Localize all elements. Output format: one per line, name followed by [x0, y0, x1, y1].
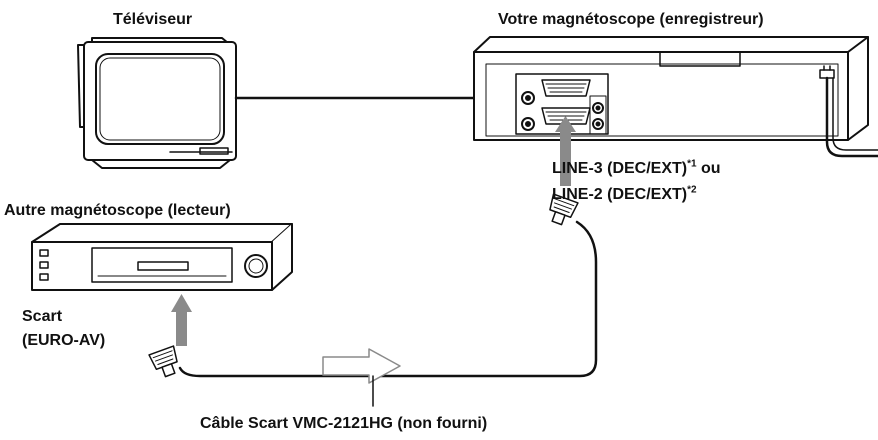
line2-text: LINE-2 (DEC/EXT)	[552, 186, 688, 203]
player-scart-plug	[148, 345, 178, 378]
player-output-arrow	[171, 294, 192, 346]
euroav-label: (EURO-AV)	[22, 332, 106, 349]
line2-label: LINE-2 (DEC/EXT)*2	[552, 185, 697, 204]
line2-footnote: *2	[687, 184, 697, 196]
line3-text: LINE-3 (DEC/EXT)	[552, 160, 688, 177]
scart-label: Scart	[22, 308, 63, 325]
aerial-cable	[825, 76, 878, 158]
scart-cable	[178, 220, 598, 378]
recorder-input-arrow	[555, 116, 576, 186]
television-label: Téléviseur	[113, 11, 193, 28]
signal-direction-arrow	[322, 348, 401, 384]
recorder-vcr-icon	[473, 36, 869, 141]
player-label: Autre magnétoscope (lecteur)	[4, 202, 231, 219]
line3-label: LINE-3 (DEC/EXT)*1 ou	[552, 159, 721, 178]
television-icon	[77, 37, 237, 169]
line3-footnote: *1	[687, 158, 697, 170]
recorder-scart-plug	[549, 193, 579, 226]
recorder-label: Votre magnétoscope (enregistreur)	[498, 11, 764, 28]
player-vcr-icon	[31, 223, 293, 291]
line3-suffix: ou	[696, 160, 721, 177]
cable-label: Câble Scart VMC-2121HG (non fourni)	[200, 415, 488, 432]
